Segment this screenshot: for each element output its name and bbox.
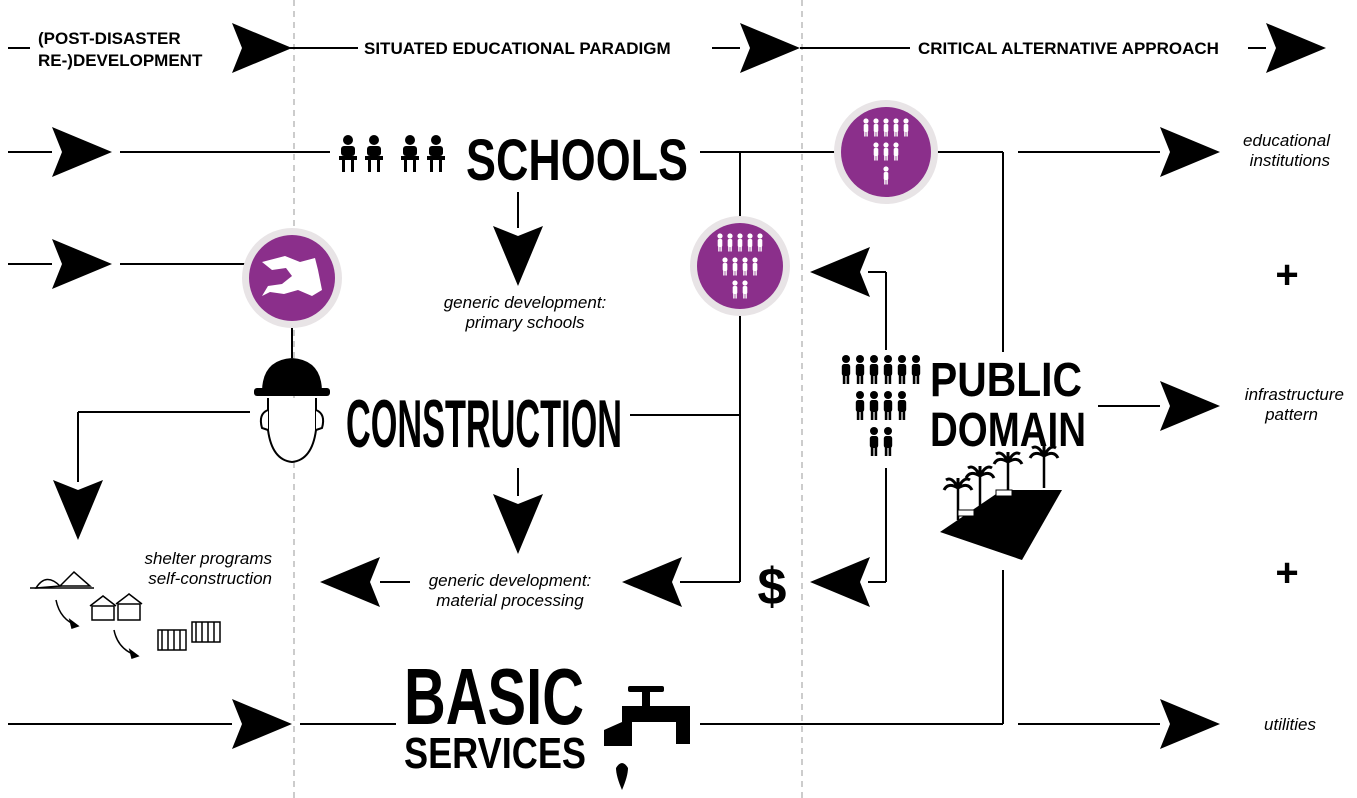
construction-row: CONSTRUCTION bbox=[53, 358, 622, 540]
header-col1-line1: (POST-DISASTER bbox=[38, 29, 181, 48]
shelter-down-arrow bbox=[53, 480, 103, 540]
construction-down-arrow bbox=[493, 494, 543, 554]
schools-input-arrow bbox=[52, 127, 112, 177]
header-col1-line2: RE-)DEVELOPMENT bbox=[38, 51, 203, 70]
header-arrow-1 bbox=[232, 23, 292, 73]
public-domain-line1: PUBLIC bbox=[930, 354, 1082, 407]
generic-material-line1: generic development: bbox=[429, 571, 592, 590]
pupils-icon bbox=[339, 135, 445, 172]
community-badge-middle bbox=[690, 216, 790, 316]
schools-title: SCHOOLS bbox=[466, 128, 688, 193]
outcome-infrastructure-line1: infrastructure bbox=[1245, 385, 1344, 404]
material-to-shelter-arrow bbox=[320, 557, 380, 607]
generic-material-line2: material processing bbox=[436, 591, 584, 610]
educational-output-arrow bbox=[1160, 127, 1220, 177]
public-to-dollar-arrow bbox=[810, 557, 870, 607]
header-col2: SITUATED EDUCATIONAL PARADIGM bbox=[364, 39, 671, 58]
outcome-educational-line2: institutions bbox=[1250, 151, 1331, 170]
basic-title-line1: BASIC bbox=[404, 652, 584, 741]
public-to-community-arrow bbox=[810, 247, 870, 297]
public-domain-line2: DOMAIN bbox=[930, 404, 1086, 457]
header-col3: CRITICAL ALTERNATIVE APPROACH bbox=[918, 39, 1219, 58]
plaza-icon bbox=[940, 444, 1062, 560]
outcome-utilities: utilities bbox=[1264, 715, 1316, 734]
plus-sign-1: + bbox=[1275, 253, 1298, 297]
generic-schools-line1: generic development: bbox=[444, 293, 607, 312]
shelter-sequence-icon bbox=[30, 570, 221, 659]
basic-services-row: BASIC SERVICES utilities bbox=[8, 570, 1316, 790]
utilities-output-arrow bbox=[1160, 699, 1220, 749]
public-domain-node: PUBLIC DOMAIN bbox=[841, 354, 1220, 560]
shelter-line1: shelter programs bbox=[144, 549, 272, 568]
header-row: (POST-DISASTER RE-)DEVELOPMENT SITUATED … bbox=[8, 23, 1326, 73]
haiti-row bbox=[8, 228, 342, 358]
basic-input-arrow bbox=[232, 699, 292, 749]
basic-title-line2: SERVICES bbox=[404, 729, 586, 778]
crowd-icon bbox=[841, 355, 921, 456]
haiti-input-arrow bbox=[52, 239, 112, 289]
haiti-map-icon bbox=[262, 256, 322, 296]
haiti-map-badge bbox=[242, 228, 342, 328]
construction-title: CONSTRUCTION bbox=[346, 386, 622, 462]
outcome-infrastructure-line2: pattern bbox=[1264, 405, 1318, 424]
plus-sign-2: + bbox=[1275, 551, 1298, 595]
worker-head-icon bbox=[254, 358, 330, 464]
generic-schools-line2: primary schools bbox=[464, 313, 585, 332]
header-arrow-3 bbox=[1266, 23, 1326, 73]
outcome-educational-line1: educational bbox=[1243, 131, 1331, 150]
schools-down-arrow bbox=[493, 226, 543, 286]
schools-row: SCHOOLS educational institutions bbox=[8, 127, 1331, 193]
dollar-sign: $ bbox=[758, 558, 787, 616]
water-tap-icon bbox=[604, 686, 690, 790]
community-badge-top bbox=[834, 100, 938, 204]
shelter-line2: self-construction bbox=[148, 569, 272, 588]
infrastructure-output-arrow bbox=[1160, 381, 1220, 431]
header-arrow-2 bbox=[740, 23, 800, 73]
community-to-material-arrow bbox=[622, 557, 682, 607]
